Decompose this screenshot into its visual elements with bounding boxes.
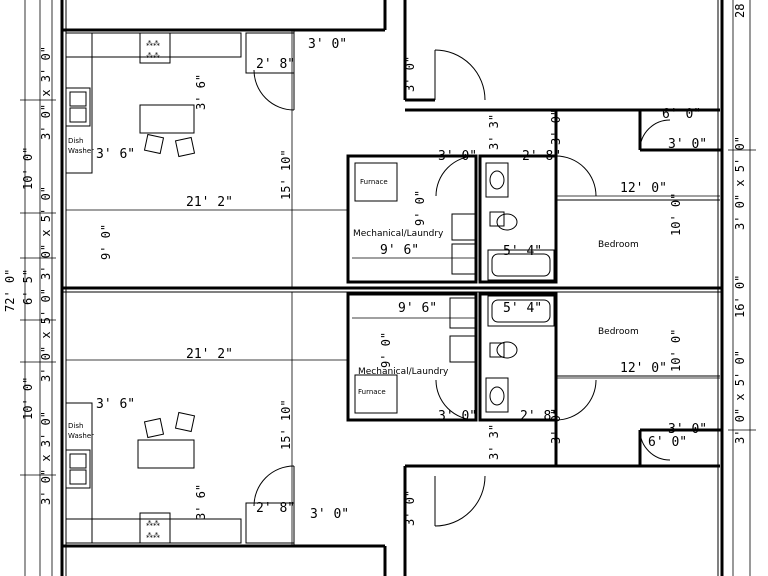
dim-label: 5' 4" <box>503 244 542 259</box>
bathtub-top <box>487 249 555 281</box>
dim-label-vertical: 3' 6" <box>194 74 208 110</box>
furnace-top <box>354 162 398 202</box>
dim-label: 21' 2" <box>186 195 233 210</box>
dim-label: 3' 0" <box>668 137 707 152</box>
svg-text:Mechanical/Laundry: Mechanical/Laundry <box>353 229 444 239</box>
dim-label: 3' 6" <box>96 147 135 162</box>
kitchen-sink <box>65 87 91 127</box>
dim-label-vertical: 9' 0" <box>413 190 427 226</box>
dim-label-vertical: 15' 10" <box>279 149 293 200</box>
dim-label-vertical: 9' 0" <box>379 332 393 368</box>
dim-label: 12' 0" <box>620 361 667 376</box>
dim-label: 6' 0" <box>662 107 701 122</box>
bathtub-bottom <box>487 295 555 327</box>
dim-label-vertical: 16' 0" <box>733 275 747 318</box>
dim-label-vertical: 6' 5" <box>21 269 35 305</box>
dimension-labels: 3' 0" 2' 8" 3' 6" 21' 2" 3' 0" 2' 8" 9' … <box>96 37 707 522</box>
svg-text:Furnace: Furnace <box>360 178 388 186</box>
dim-label-vertical: 28 <box>733 4 747 18</box>
dim-label-vertical: 3' 3" <box>487 114 501 150</box>
mechanical-room-top <box>346 154 478 284</box>
kitchen-island <box>139 104 195 134</box>
svg-text:Bedroom: Bedroom <box>598 240 639 250</box>
svg-text:Dish: Dish <box>68 137 83 145</box>
dim-label-vertical: 3' 0" x 3' 0" <box>39 411 53 505</box>
dim-label-vertical: 3' 0" x 5' 0" <box>39 288 53 382</box>
stove-top <box>139 32 171 64</box>
svg-text:Washer: Washer <box>68 147 94 155</box>
dim-label-vertical: 3' 0" x 5' 0" <box>39 186 53 280</box>
dim-label: 5' 4" <box>503 301 542 316</box>
dim-label: 3' 0" <box>438 149 477 164</box>
bottom-unit: ⁂⁂ ⁂⁂ Dish Washer Furnace Mechanical/Lau… <box>65 292 722 576</box>
dim-label: 2' 8" <box>256 57 295 72</box>
dim-label: 3' 0" <box>668 422 707 437</box>
dim-label-vertical: 3' 0" x 3' 0" <box>39 46 53 140</box>
dim-label: 3' 0" <box>310 507 349 522</box>
dim-label: 12' 0" <box>620 181 667 196</box>
svg-text:Mechanical/Laundry: Mechanical/Laundry <box>358 367 449 377</box>
horizontal-dimension-lines <box>66 30 720 546</box>
dim-label: 6' 0" <box>648 435 687 450</box>
furnace-bottom <box>354 374 398 414</box>
dim-label-vertical: 9' 0" <box>99 224 113 260</box>
svg-text:⁂⁂: ⁂⁂ <box>146 520 160 528</box>
dim-label-vertical: 3' 6" <box>194 484 208 520</box>
svg-text:Dish: Dish <box>68 422 83 430</box>
right-dimension-lines <box>728 0 756 576</box>
dim-label-vertical: 10' 0" <box>669 193 683 236</box>
svg-text:Bedroom: Bedroom <box>598 327 639 337</box>
dim-label-vertical: 10' 0" <box>669 329 683 372</box>
exterior-walls <box>60 0 724 576</box>
dim-label: 2' 8" <box>522 149 561 164</box>
dim-label-vertical: 3' 3" <box>487 424 501 460</box>
dim-label: 3' 0" <box>308 37 347 52</box>
dim-label-vertical: 3' 0" x 5' 0" <box>733 350 747 444</box>
dim-label-vertical: 3' 0" <box>403 56 417 92</box>
svg-text:⁂⁂: ⁂⁂ <box>146 52 160 60</box>
vertical-dimension-labels: 3' 6" 15' 10" 9' 0" 9' 0" 3' 0" 3' 3" 3'… <box>3 4 747 526</box>
top-unit: ⁂⁂ ⁂⁂ Dish Washer Furnace Mechanical/Lau… <box>65 0 722 284</box>
dim-label: 2' 8" <box>520 409 559 424</box>
dim-label-vertical: 72' 0" <box>3 269 17 312</box>
dim-label: 3' 0" <box>438 409 477 424</box>
dim-label: 3' 6" <box>96 397 135 412</box>
dim-label-vertical: 3' 0" <box>549 408 563 444</box>
svg-text:Washer: Washer <box>68 432 94 440</box>
dim-label-vertical: 3' 0" x 5' 0" <box>733 136 747 230</box>
dim-label-vertical: 3' 0" <box>549 109 563 145</box>
svg-text:⁂⁂: ⁂⁂ <box>146 40 160 48</box>
dim-label: 2' 8" <box>256 501 295 516</box>
svg-text:⁂⁂: ⁂⁂ <box>146 532 160 540</box>
dim-label-vertical: 10' 0" <box>21 147 35 190</box>
dim-label-vertical: 10' 0" <box>21 377 35 420</box>
left-dimension-lines <box>20 0 56 576</box>
svg-text:Furnace: Furnace <box>358 388 386 396</box>
dim-label-vertical: 3' 0" <box>403 490 417 526</box>
dim-label-vertical: 15' 10" <box>279 399 293 450</box>
dim-label: 9' 6" <box>380 243 419 258</box>
dim-label: 21' 2" <box>186 347 233 362</box>
dim-label: 9' 6" <box>398 301 437 316</box>
